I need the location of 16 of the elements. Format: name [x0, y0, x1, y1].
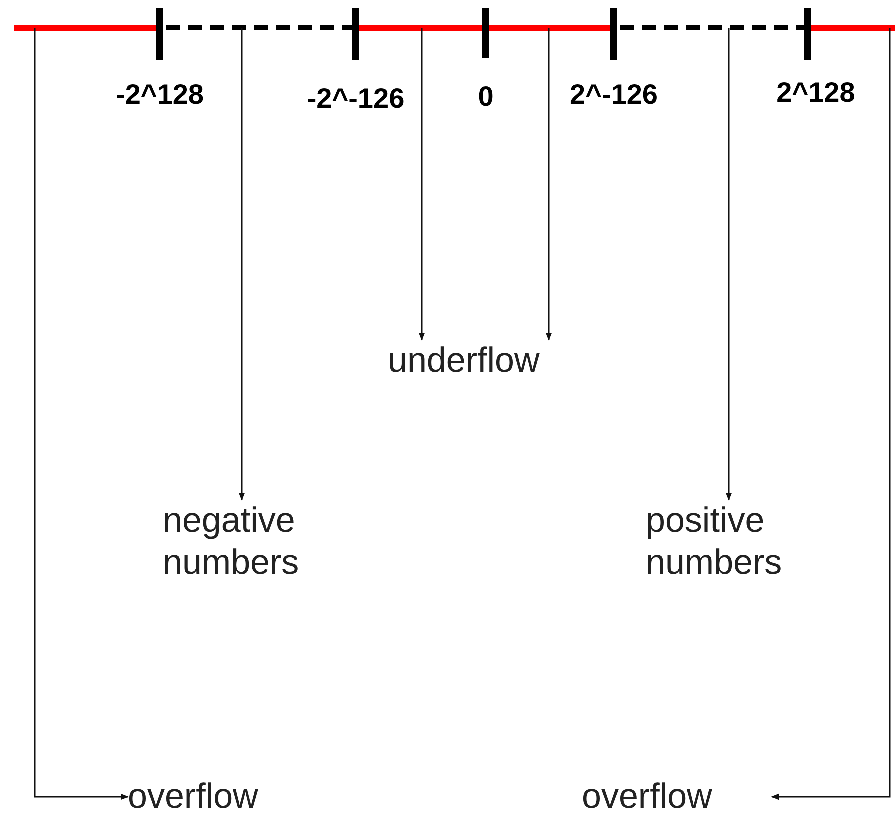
arrow	[771, 28, 891, 800]
callout-text: overflow	[582, 776, 712, 818]
callout-text: overflow	[128, 776, 258, 818]
arrow	[726, 28, 732, 501]
callout-text: negative numbers	[163, 500, 300, 584]
tick-label: -2^-126	[307, 82, 405, 116]
callout-text: positive numbers	[646, 500, 784, 584]
callout-text: underflow	[388, 340, 540, 382]
tick-label: 0	[478, 80, 494, 114]
tick-label: 2^-126	[570, 78, 658, 112]
arrow	[546, 28, 552, 341]
arrow	[238, 28, 246, 501]
arrow	[34, 28, 129, 800]
arrow	[418, 28, 426, 341]
tick-label: 2^128	[776, 76, 856, 110]
tick-label: -2^128	[116, 78, 204, 112]
